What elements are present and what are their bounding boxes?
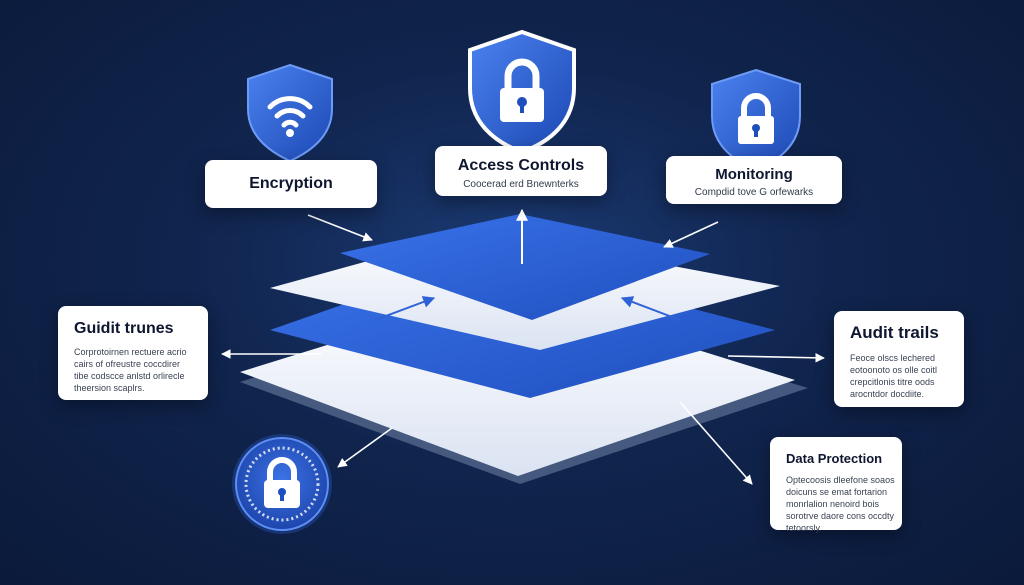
card-body-line: Optecoosis dleefone soaos bbox=[786, 475, 895, 485]
lock-shield-icon bbox=[711, 68, 801, 172]
card-body-line: doicuns se emat fortarion bbox=[786, 487, 888, 497]
card-body-line: Corprotoirnen rectuere acrio bbox=[74, 347, 187, 357]
card-guidit-trunes: Guidit trunes Corprotoirnen rectuere acr… bbox=[58, 306, 208, 400]
lock-badge-icon bbox=[232, 434, 332, 534]
card-title: Encryption bbox=[249, 175, 333, 192]
card-body-line: cairs of ofreustre coccdirer bbox=[74, 359, 181, 369]
card-body-line: crepcitlonis titre oods bbox=[850, 377, 935, 387]
card-access-controls: Access Controls Coocerad erd Bnewnterks bbox=[435, 146, 607, 196]
card-data-protection: Data Protection Optecoosis dleefone soao… bbox=[770, 437, 902, 533]
arrow-encryption bbox=[307, 214, 373, 242]
card-body-line: theersion scaplrs. bbox=[74, 383, 145, 393]
card-subtitle: Coocerad erd Bnewnterks bbox=[463, 179, 579, 190]
arrow-right-mid bbox=[727, 353, 825, 363]
layer-stack bbox=[240, 214, 808, 484]
arrow-badge bbox=[337, 427, 393, 468]
card-title: Monitoring bbox=[715, 166, 793, 183]
lock-shield-icon bbox=[468, 29, 576, 155]
card-monitoring: Monitoring Compdid tove G orfewarks bbox=[666, 156, 842, 204]
layer-blue-top bbox=[340, 214, 710, 320]
arrows bbox=[221, 208, 825, 485]
arrow-data-protection bbox=[679, 401, 753, 485]
card-body-line: sorotrve daore cons occdty bbox=[786, 511, 895, 521]
card-title: Guidit trunes bbox=[74, 320, 174, 337]
card-body-line: tibe codscce anlstd orlirecle bbox=[74, 371, 185, 381]
card-body-line: eotoonoto os olle coitl bbox=[850, 365, 938, 375]
card-body-line: tetoorsly. bbox=[786, 523, 822, 533]
card-title: Data Protection bbox=[786, 451, 883, 466]
card-title: Access Controls bbox=[457, 157, 585, 174]
card-audit-trails: Audit trails Feoce olscs lechered eotoon… bbox=[834, 311, 964, 407]
card-body-line: Feoce olscs lechered bbox=[850, 353, 936, 363]
card-subtitle: Compdid tove G orfewarks bbox=[694, 187, 814, 198]
card-body-line: arocntdor docdiite. bbox=[850, 389, 925, 399]
arrow-monitoring bbox=[663, 221, 719, 248]
arrow-inner-left bbox=[374, 296, 436, 321]
card-title: Audit trails bbox=[850, 323, 939, 342]
arrow-inner-right bbox=[620, 296, 681, 321]
card-body-line: monrlalion nenoird bois bbox=[786, 499, 880, 509]
card-encryption: Encryption bbox=[205, 160, 377, 208]
wifi-shield-icon bbox=[247, 63, 333, 163]
